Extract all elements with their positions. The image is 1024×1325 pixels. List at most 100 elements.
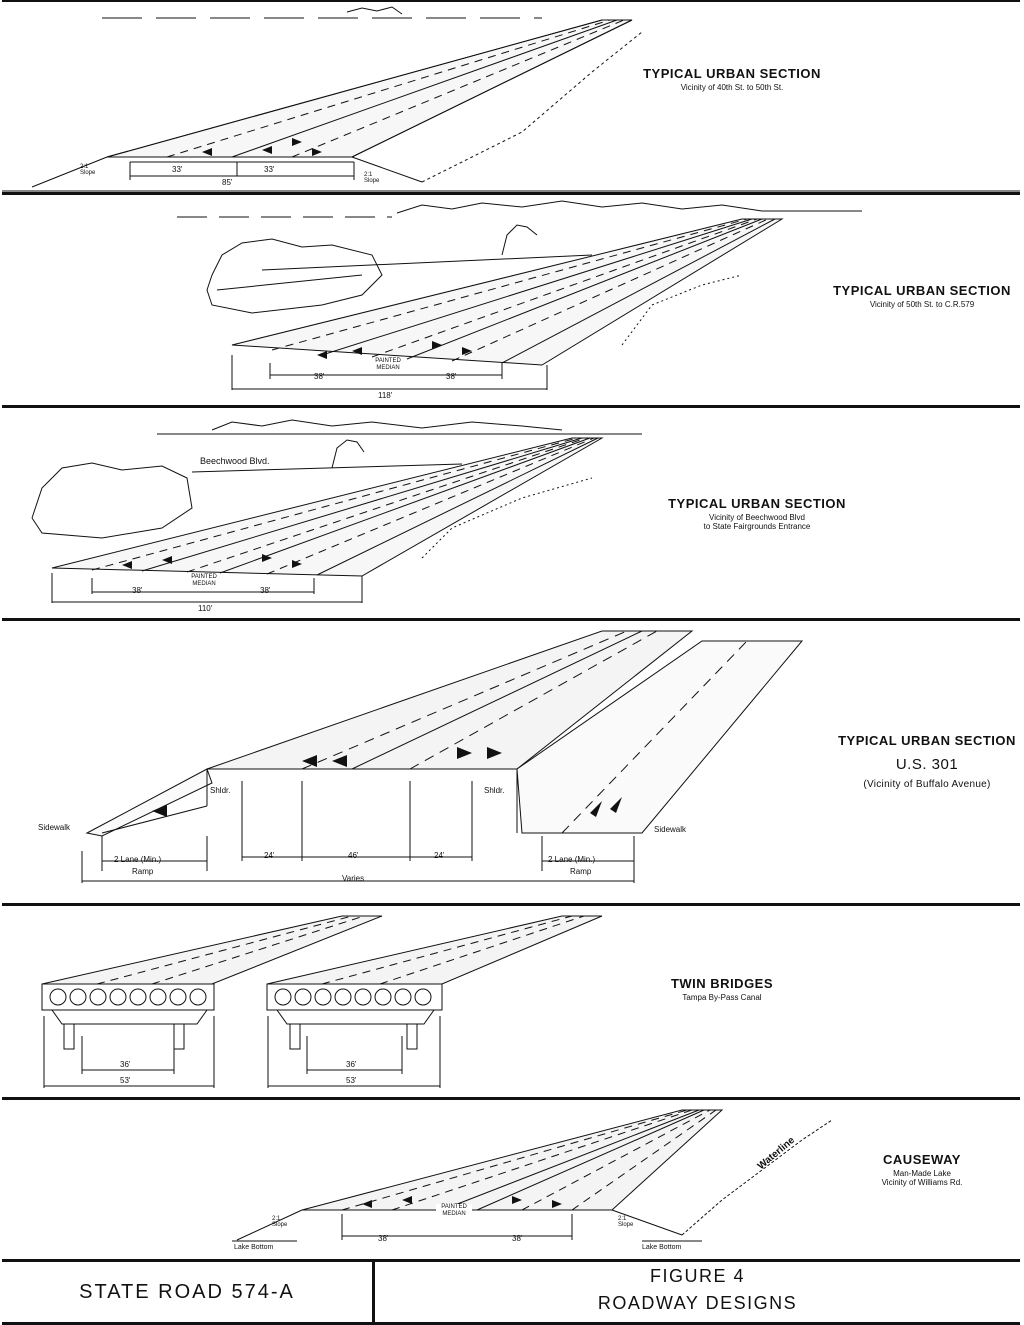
roadway-surface xyxy=(107,20,632,157)
slope-right xyxy=(612,1210,682,1235)
urban-section-1-drawing xyxy=(2,2,1020,192)
causeway-subtitle: Man-Made Lake xyxy=(893,1169,951,1178)
urban-section-3-subtitle: Vicinity of Beechwood Blvd xyxy=(709,513,805,522)
urban-section-4-subtitle: (Vicinity of Buffalo Avenue) xyxy=(863,779,991,790)
panel-urban-section-40th-50th: TYPICAL URBAN SECTION Vicinity of 40th S… xyxy=(2,2,1020,195)
lane-arrow xyxy=(552,1200,562,1208)
pier-cap-right xyxy=(277,1010,434,1024)
lane-arrow xyxy=(202,148,212,156)
slope-label-right: 2:1 Slope xyxy=(364,172,380,184)
pile-left-b xyxy=(173,1023,185,1050)
urban-section-2-subtitle: Vicinity of 50th St. to C.R.579 xyxy=(869,300,975,309)
dim-33-left: 33' xyxy=(172,165,183,174)
house-and-trees xyxy=(32,463,192,538)
dim-118: 118' xyxy=(378,391,393,400)
waterline xyxy=(682,1120,832,1235)
tree-line xyxy=(397,201,762,213)
urban-section-3-title: TYPICAL URBAN SECTION Vicinity of Beechw… xyxy=(642,496,872,531)
girder-section-left xyxy=(41,983,215,1011)
dim-38-right: 38' xyxy=(446,372,457,381)
lane-arrow xyxy=(262,554,272,562)
shoulder-label-right: Shldr. xyxy=(484,786,505,795)
twin-bridges-title: TWIN BRIDGES Tampa By-Pass Canal xyxy=(642,976,802,1002)
panel-urban-section-beechwood: Beechwood Blvd. TYPICAL URBAN SECTION Vi… xyxy=(2,408,1020,621)
house-and-trees xyxy=(207,239,382,313)
roadway-surface xyxy=(232,219,782,365)
panel-twin-bridges: TWIN BRIDGES Tampa By-Pass Canal 36' 53'… xyxy=(2,906,1020,1100)
lane-arrow xyxy=(262,146,272,154)
causeway-title: CAUSEWAY Man-Made Lake Vicinity of Willi… xyxy=(862,1152,982,1187)
lane-arrow xyxy=(462,347,472,355)
lane-arrow xyxy=(487,747,502,759)
causeway-subtitle-line-2: Vicinity of Williams Rd. xyxy=(881,1178,963,1187)
lane-arrow xyxy=(292,138,302,146)
dim-85: 85' xyxy=(222,178,233,187)
lane-arrow xyxy=(402,1196,412,1204)
panel-urban-section-us-301: TYPICAL URBAN SECTION U.S. 301 (Vicinity… xyxy=(2,621,1020,906)
tree-line xyxy=(347,7,402,14)
panel-urban-section-50th-cr579: TYPICAL URBAN SECTION Vicinity of 50th S… xyxy=(2,195,1020,408)
side-road xyxy=(262,255,592,270)
shoulder-label-left: Shldr. xyxy=(210,786,231,795)
dim-38-right: 38' xyxy=(260,586,271,595)
lane-arrow xyxy=(362,1200,372,1208)
ramp-lanes-right: 2 Lane (Min.) xyxy=(548,855,596,864)
beechwood-blvd-road xyxy=(192,464,462,472)
dim-38-right: 38' xyxy=(512,1234,523,1243)
slope-label-right: 2:1 Slope xyxy=(618,1216,634,1228)
roadside-vegetation xyxy=(422,478,592,558)
urban-section-1-subtitle: Vicinity of 40th St. to 50th St. xyxy=(680,83,784,92)
lane-arrow xyxy=(122,561,132,569)
dim-38-left: 38' xyxy=(314,372,325,381)
lake-bottom-label-right: Lake Bottom xyxy=(642,1244,682,1251)
ramp-lanes-left: 2 Lane (Min.) xyxy=(114,855,162,864)
dim-24-right: 24' xyxy=(434,851,445,860)
twin-bridges-subtitle: Tampa By-Pass Canal xyxy=(682,993,762,1002)
urban-section-3-subtitle-line-2: to State Fairgrounds Entrance xyxy=(703,522,811,531)
urban-section-4-drawing xyxy=(2,621,1020,903)
project-name: STATE ROAD 574-A xyxy=(2,1262,375,1322)
roadside-vegetation xyxy=(622,275,742,345)
slope-label-left: 2:1 Slope xyxy=(272,1216,288,1228)
twin-bridges-drawing xyxy=(41,906,1020,1097)
dim-36-right: 36' xyxy=(346,1060,357,1069)
dim-24-left: 24' xyxy=(264,851,275,860)
embankment-left xyxy=(32,157,107,187)
lane-arrow xyxy=(302,755,317,767)
dim-36-left: 36' xyxy=(120,1060,131,1069)
pile-right-b xyxy=(406,1023,418,1050)
beechwood-blvd-label: Beechwood Blvd. xyxy=(200,456,270,466)
urban-section-1-title: TYPICAL URBAN SECTION Vicinity of 40th S… xyxy=(632,66,832,92)
dim-33-right: 33' xyxy=(264,165,275,174)
urban-section-2-title: TYPICAL URBAN SECTION Vicinity of 50th S… xyxy=(822,283,1020,309)
painted-median-label: PAINTED MEDIAN xyxy=(186,574,222,588)
dim-38-left: 38' xyxy=(132,586,143,595)
title-block: STATE ROAD 574-A FIGURE 4 ROADWAY DESIGN… xyxy=(2,1262,1020,1325)
figure-caption: ROADWAY DESIGNS xyxy=(597,1293,798,1313)
painted-median-label: PAINTED MEDIAN xyxy=(370,358,406,372)
dim-110: 110' xyxy=(198,604,213,613)
lane-arrow xyxy=(152,805,167,817)
lane-arrow xyxy=(332,755,347,767)
painted-median-label: PAINTED MEDIAN xyxy=(436,1204,472,1218)
figure-number: FIGURE 4 xyxy=(649,1266,745,1286)
dim-46: 46' xyxy=(348,851,359,860)
pier-cap-left xyxy=(52,1010,207,1024)
palm-tree xyxy=(502,225,537,255)
us-301-route-label: U.S. 301 xyxy=(895,756,959,773)
urban-section-4-title: TYPICAL URBAN SECTION U.S. 301 (Vicinity… xyxy=(832,733,1020,790)
right-ramp xyxy=(517,641,802,833)
causeway-drawing xyxy=(2,1100,1020,1259)
figure-caption-block: FIGURE 4 ROADWAY DESIGNS xyxy=(375,1262,1020,1322)
sidewalk-label-left: Sidewalk xyxy=(38,823,71,832)
left-ramp xyxy=(87,769,212,836)
lane-arrow xyxy=(317,351,327,359)
lane-arrow xyxy=(312,148,322,156)
pile-right-a xyxy=(289,1023,301,1050)
ramp-label-left: Ramp xyxy=(132,867,154,876)
urban-section-3-drawing xyxy=(2,408,1020,618)
lane-arrow xyxy=(432,341,442,349)
urban-section-2-drawing xyxy=(2,195,1020,405)
causeway-surface xyxy=(302,1110,722,1210)
